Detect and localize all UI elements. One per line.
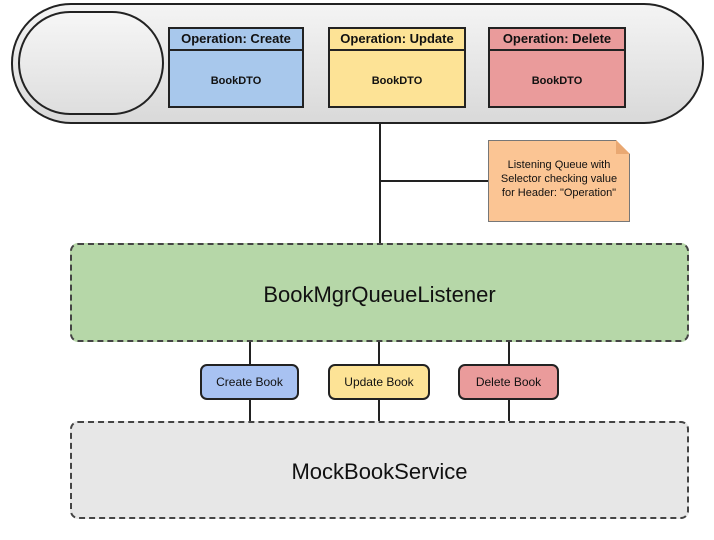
queue-end-cap [18,11,164,115]
service-component: MockBookService [70,421,689,519]
message-payload: BookDTO [210,75,262,87]
note-line: Listening Queue with [507,159,611,171]
note-fold-corner [616,140,630,154]
create-book-operation: Create Book [200,364,299,400]
listener-component: BookMgrQueueListener [70,243,689,342]
message-update: Operation: Update BookDTO [328,27,466,108]
delete-book-operation: Delete Book [458,364,559,400]
queue-listener-connector [379,124,381,243]
message-delete: Operation: Delete BookDTO [488,27,626,108]
update-book-operation: Update Book [328,364,430,400]
note-connector [380,180,488,182]
message-header: Operation: Update [330,29,464,51]
message-create: Operation: Create BookDTO [168,27,304,108]
message-payload: BookDTO [531,75,583,87]
message-header: Operation: Create [170,29,302,51]
selector-note: Listening Queue with Selector checking v… [488,140,630,222]
message-payload: BookDTO [371,75,423,87]
note-line: for Header: "Operation" [501,187,617,199]
message-header: Operation: Delete [490,29,624,51]
note-line: Selector checking value [500,173,618,185]
